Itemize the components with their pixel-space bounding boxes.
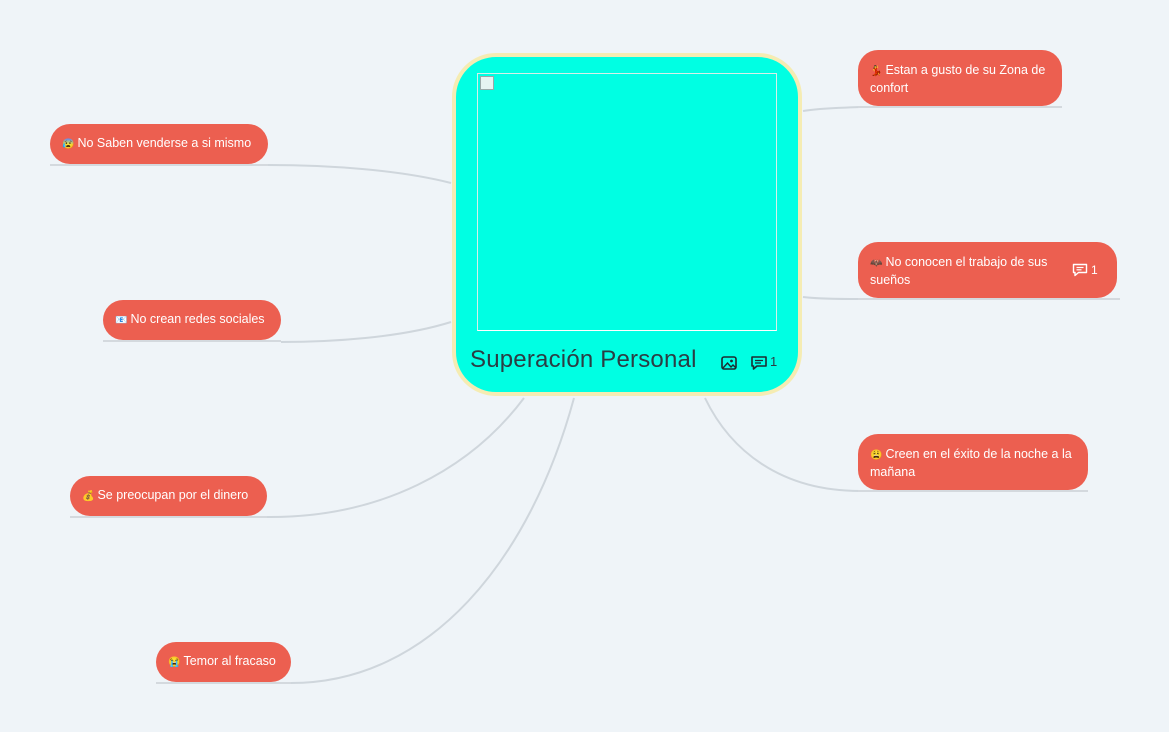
node-label: Temor al fracaso [183, 654, 276, 668]
node-underline [156, 682, 291, 684]
link-redes-sociales [280, 321, 452, 343]
node-dinero[interactable]: 💰Se preocupan por el dinero [70, 476, 267, 516]
money-bag-emoji-icon: 💰 [82, 491, 95, 502]
node-underline [858, 298, 1120, 300]
bat-emoji-icon: 🦇 [870, 258, 883, 269]
comment-icon[interactable] [1072, 263, 1088, 277]
link-trabajo-suenos [802, 296, 861, 300]
node-underline [858, 106, 1062, 108]
node-label: Estan a gusto de su Zona de confort [870, 63, 1046, 95]
node-underline [103, 340, 281, 342]
image-icon[interactable] [720, 355, 738, 371]
crying-face-emoji-icon: 😭 [168, 657, 181, 668]
central-topic-title: Superación Personal [470, 346, 697, 373]
node-trabajo-suenos[interactable]: 🦇No conocen el trabajo de sus sueños 1 [858, 242, 1117, 298]
topic-image[interactable] [477, 73, 777, 331]
node-underline [70, 516, 267, 518]
node-exito-noche[interactable]: 😩Creen en el éxito de la noche a la maña… [858, 434, 1088, 490]
node-label: No Saben venderse a si mismo [77, 136, 252, 150]
node-zona-confort[interactable]: 💃Estan a gusto de su Zona de confort [858, 50, 1062, 106]
node-underline [50, 164, 268, 166]
link-fracaso [290, 397, 575, 684]
broken-image-icon [480, 76, 494, 90]
node-label: No conocen el trabajo de sus sueños [870, 255, 1048, 287]
node-label: Se preocupan por el dinero [97, 488, 249, 502]
anxious-face-emoji-icon: 😰 [62, 139, 75, 150]
node-venderse[interactable]: 😰No Saben venderse a si mismo [50, 124, 268, 164]
node-underline [858, 490, 1088, 492]
node-label: Creen en el éxito de la noche a la mañan… [870, 447, 1072, 479]
central-topic[interactable]: Superación Personal 1 [452, 53, 802, 396]
node-fracaso[interactable]: 😭Temor al fracaso [156, 642, 291, 682]
email-emoji-icon: 📧 [115, 315, 128, 326]
comment-count: 1 [770, 354, 778, 369]
comment-icon[interactable] [750, 355, 768, 371]
link-exito-noche [704, 397, 861, 492]
comment-count: 1 [1091, 263, 1098, 277]
weary-face-emoji-icon: 😩 [870, 450, 883, 461]
link-zona-confort [802, 106, 861, 112]
dancer-emoji-icon: 💃 [870, 66, 883, 77]
node-redes-sociales[interactable]: 📧No crean redes sociales [103, 300, 281, 340]
link-venderse [267, 164, 452, 184]
link-dinero [266, 397, 525, 519]
node-label: No crean redes sociales [130, 312, 265, 326]
